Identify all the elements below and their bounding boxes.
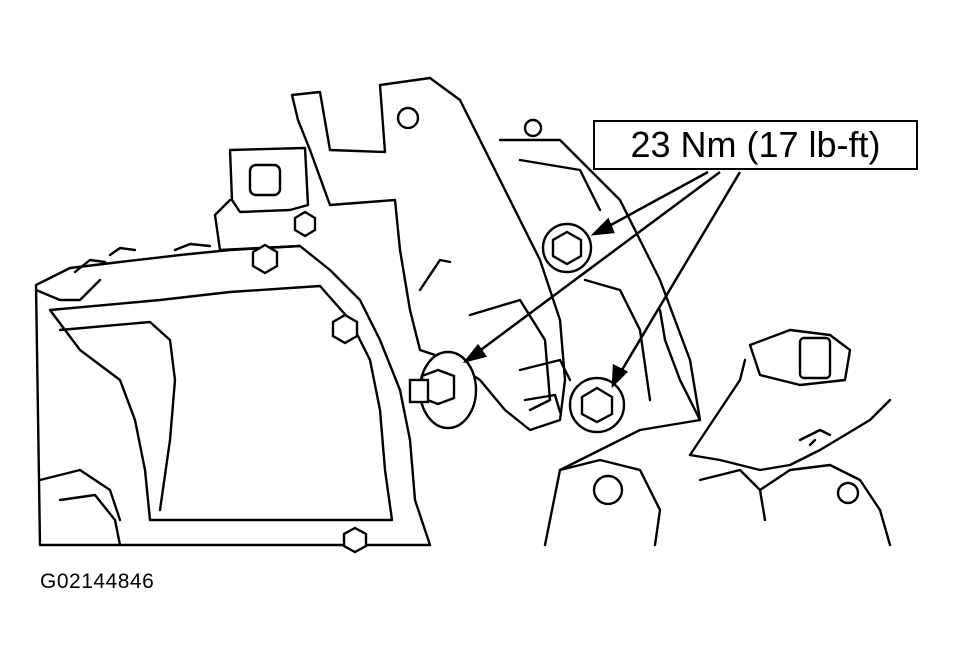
case-bolt bbox=[251, 118, 543, 554]
arrowhead bbox=[590, 217, 615, 236]
bolts bbox=[251, 118, 626, 554]
callout-arrows bbox=[462, 170, 742, 389]
bolt-upper-right bbox=[541, 222, 593, 274]
arrowhead bbox=[611, 364, 629, 389]
upper-casting bbox=[228, 146, 310, 214]
rear-housing bbox=[498, 138, 702, 547]
speed-sensor bbox=[748, 328, 852, 387]
transmission-case bbox=[34, 244, 432, 547]
figure-id: G02144846 bbox=[40, 570, 155, 593]
bolt-left bbox=[408, 350, 478, 430]
case-panel bbox=[48, 284, 394, 522]
mounting-bracket bbox=[290, 76, 567, 432]
bolt-lower-right bbox=[568, 376, 626, 434]
wire-harness bbox=[688, 358, 747, 457]
arrowhead bbox=[462, 343, 488, 364]
torque-callout: 23 Nm (17 lb-ft) bbox=[593, 120, 918, 170]
